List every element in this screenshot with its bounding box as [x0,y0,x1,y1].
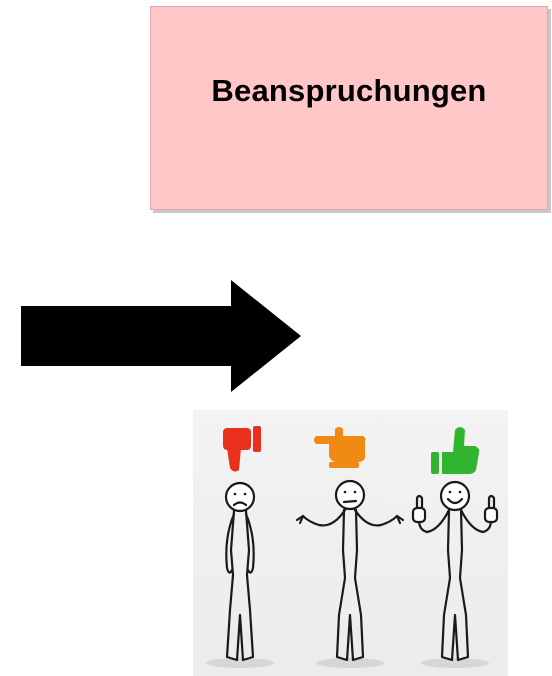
stick-figures-illustration [193,410,508,676]
thumbs-down-icon [223,426,261,472]
thumbs-up-icon [431,427,480,474]
thumb-sideways-icon [314,427,366,468]
unhappy-stick-figure [224,481,256,662]
title-text: Beanspruchungen [211,73,487,108]
neutral-stick-figure [295,479,405,662]
happy-stick-figure [411,480,499,662]
arrow-right-icon [21,280,301,392]
title-box: Beanspruchungen [150,6,548,210]
